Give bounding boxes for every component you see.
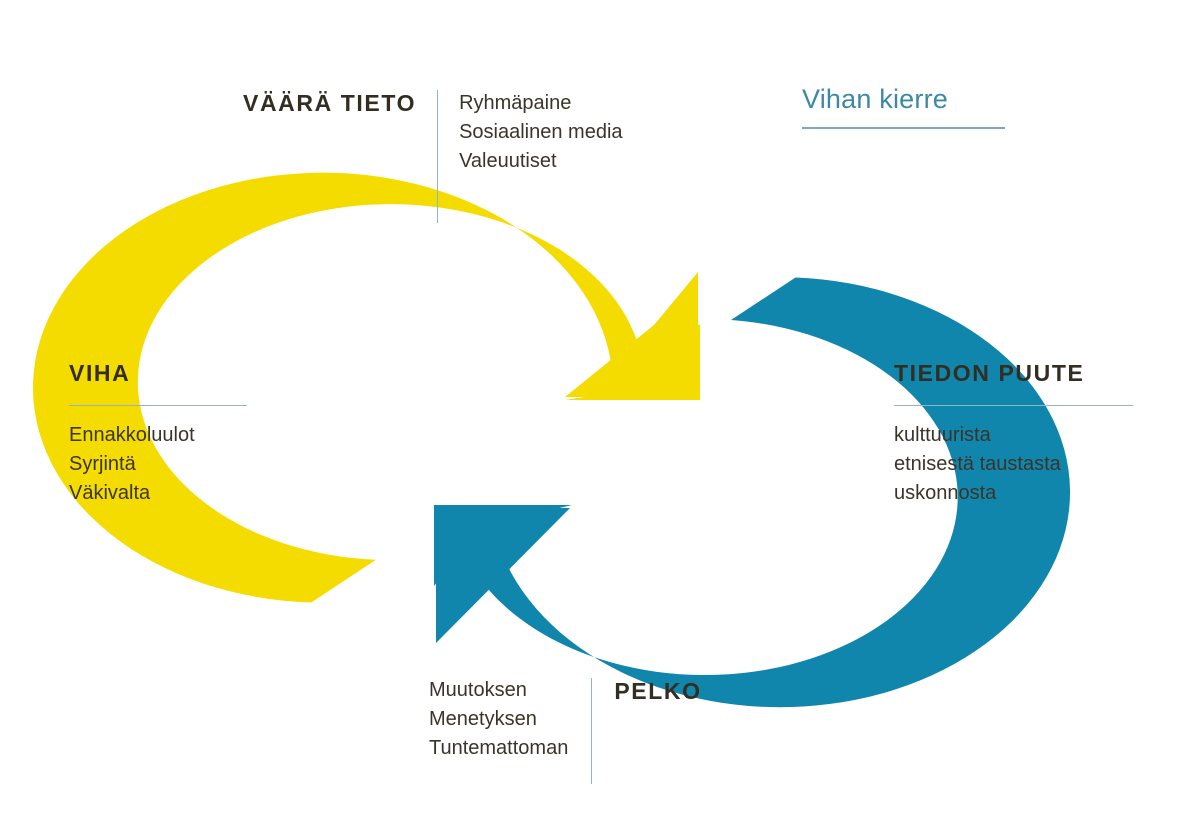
node-pelko-heading: PELKO	[614, 678, 702, 704]
title-block: Vihan kierre	[802, 84, 1007, 130]
node-pelko: Muutoksen Menetyksen Tuntemattoman PELKO	[429, 676, 702, 784]
list-item: Sosiaalinen media	[459, 121, 623, 143]
list-item: uskonnosta	[894, 482, 997, 505]
list-item: etnisestä taustasta	[894, 453, 1061, 476]
page-title: Vihan kierre	[802, 84, 948, 114]
list-item: Ennakkoluulot	[69, 424, 195, 447]
node-pelko-divider	[591, 678, 593, 784]
title-underline	[802, 127, 1005, 130]
node-tiedon-puute: TIEDON PUUTE kulttuurista etnisestä taus…	[894, 360, 1133, 508]
node-viha: VIHA Ennakkoluulot Syrjintä Väkivalta	[69, 360, 249, 508]
node-pelko-items: Muutoksen Menetyksen Tuntemattoman	[429, 676, 591, 763]
node-tiedon-puute-divider	[894, 405, 1133, 407]
list-item: Syrjintä	[69, 453, 136, 476]
list-item: Tuntemattoman	[429, 737, 569, 759]
node-vaara-tieto-heading: VÄÄRÄ TIETO	[243, 90, 417, 116]
list-item: Valeuutiset	[459, 150, 557, 172]
node-vaara-tieto-divider	[437, 90, 439, 223]
node-tiedon-puute-items: kulttuurista etnisestä taustasta uskonno…	[894, 421, 1133, 508]
node-vaara-tieto-items: Ryhmäpaine Sosiaalinen media Valeuutiset	[438, 88, 622, 176]
node-viha-heading: VIHA	[69, 360, 131, 386]
list-item: Menetyksen	[429, 708, 537, 730]
list-item: kulttuurista	[894, 424, 991, 447]
list-item: Muutoksen	[429, 679, 527, 701]
node-tiedon-puute-heading: TIEDON PUUTE	[894, 360, 1085, 386]
node-viha-divider	[69, 405, 247, 407]
list-item: Ryhmäpaine	[459, 92, 572, 114]
node-viha-items: Ennakkoluulot Syrjintä Väkivalta	[69, 421, 249, 508]
node-vaara-tieto: VÄÄRÄ TIETO Ryhmäpaine Sosiaalinen media…	[243, 88, 623, 223]
list-item: Väkivalta	[69, 482, 151, 505]
